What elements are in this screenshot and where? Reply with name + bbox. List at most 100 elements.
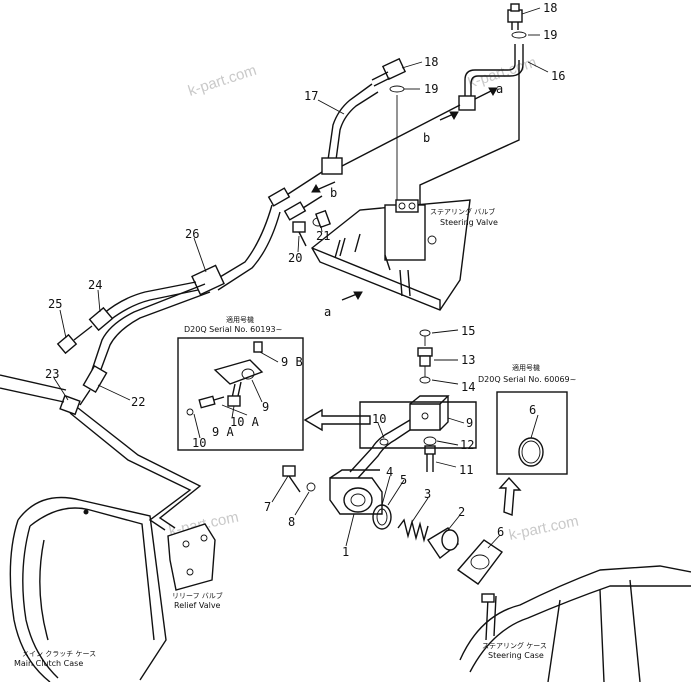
serial-note-right: D20Q Serial No. 60069~ [478, 375, 576, 384]
arrow-b-top [439, 111, 459, 121]
arrow-b-mid [311, 181, 336, 193]
callout-26: 26 [185, 227, 199, 241]
caption-main-clutch-case: Main Clutch Case [14, 659, 83, 668]
callout-18: 18 [424, 55, 438, 69]
arrow-a-mid [341, 291, 363, 301]
callout-9: 9 [262, 400, 269, 414]
callout-24: 24 [88, 278, 102, 292]
caption-relief-valve-jp: リリーフ バルブ [172, 591, 223, 600]
elbow-9-detail [213, 341, 264, 407]
washer-12 [423, 436, 437, 446]
fitting-22 [79, 365, 108, 406]
ring-4-5 [372, 504, 392, 530]
plunger-2 [427, 527, 459, 560]
callout-7: 7 [264, 500, 271, 514]
callout-4: 4 [386, 465, 393, 479]
washer-21 [312, 209, 331, 229]
callout-1: 1 [342, 545, 349, 559]
leader-lines [53, 7, 549, 549]
callout-9A: 9 A [212, 425, 234, 439]
main-clutch-case [9, 496, 167, 682]
arrow-to-detail-left [303, 408, 371, 432]
pipe-10A-detail [198, 395, 225, 409]
bolt-7 [282, 465, 301, 493]
callout-16: 16 [551, 69, 565, 83]
serial-note-left: D20Q Serial No. 60193~ [184, 325, 282, 334]
fitting-24 [88, 306, 114, 332]
callout-6: 6 [497, 525, 504, 539]
fitting-18-mid [371, 57, 407, 87]
callout-8: 8 [288, 515, 295, 529]
callout-6: 6 [529, 403, 536, 417]
callout-21: 21 [316, 229, 330, 243]
callout-25: 25 [48, 297, 62, 311]
detail-box-right [496, 391, 568, 475]
valve-body-1 [329, 469, 383, 515]
callout-19: 19 [424, 82, 438, 96]
callout-11: 11 [459, 463, 473, 477]
pipe-17 [321, 83, 461, 175]
callout-23: 23 [45, 367, 59, 381]
callout-22: 22 [131, 395, 145, 409]
oring-19-mid [389, 85, 405, 93]
callout-17: 17 [304, 89, 318, 103]
pipe-16 [419, 44, 524, 210]
oring-19-top [511, 31, 527, 39]
caption-main-clutch-case-jp: メイン クラッチ ケース [22, 650, 96, 658]
elbow-9 [409, 395, 450, 431]
fitting-25 [56, 325, 93, 355]
callout-14: 14 [461, 380, 475, 394]
callout-12: 12 [460, 438, 474, 452]
caption-steering-case-jp: ステアリング ケース [482, 641, 547, 650]
bolt-20 [292, 221, 307, 247]
callout-10A: 10 A [230, 415, 260, 429]
caption-steering-valve: Steering Valve [440, 218, 498, 227]
ref-b: b [330, 186, 337, 200]
callout-13: 13 [461, 353, 475, 367]
ref-b: b [423, 131, 430, 145]
callout-9: 9 [466, 416, 473, 430]
oring-10-detail [186, 408, 194, 416]
detail-box-left [177, 337, 304, 451]
relief-valve [167, 523, 216, 591]
callout-20: 20 [288, 251, 302, 265]
callout-10: 10 [372, 412, 386, 426]
spring-3 [397, 518, 429, 543]
callout-labels: 18 19 16 a 18 19 b 17 b 21 20 a 26 24 25… [45, 1, 565, 559]
arrow-up-right [498, 476, 522, 516]
line [0, 374, 67, 391]
callout-3: 3 [424, 487, 431, 501]
fitting-23 [59, 394, 81, 416]
callout-18: 18 [543, 1, 557, 15]
oring-14 [419, 376, 431, 384]
callout-19: 19 [543, 28, 557, 42]
ref-a: a [496, 82, 503, 96]
caption-relief-valve: Relief Valve [174, 601, 221, 610]
steering-case [459, 565, 691, 682]
captions: ステアリング バルブ Steering Valve リリーフ バルブ Relie… [14, 207, 576, 668]
arrow-a-top [474, 87, 498, 100]
gasket-6-lower [456, 539, 504, 585]
oring-15 [419, 329, 431, 337]
steering-valve [311, 199, 471, 311]
bolt-11 [424, 445, 436, 472]
washer-8 [306, 482, 316, 492]
callout-2: 2 [458, 505, 465, 519]
callout-9B: 9 B [281, 355, 303, 369]
watermark: k-part.com [507, 513, 580, 544]
caption-steering-case: Steering Case [488, 651, 544, 660]
watermark: k-part.com [186, 62, 259, 100]
fitting-13 [417, 347, 433, 367]
ref-a: a [324, 305, 331, 319]
hose-assembly-26 [91, 171, 323, 373]
serial-note-right-jp: 適用号機 [512, 363, 540, 372]
fitting-18-top [507, 3, 523, 30]
oring-10 [379, 438, 389, 446]
callout-15: 15 [461, 324, 475, 338]
highlight-frame [359, 401, 477, 449]
callout-10: 10 [192, 436, 206, 450]
callout-5: 5 [400, 473, 407, 487]
serial-note-left-jp: 適用号機 [226, 315, 254, 324]
